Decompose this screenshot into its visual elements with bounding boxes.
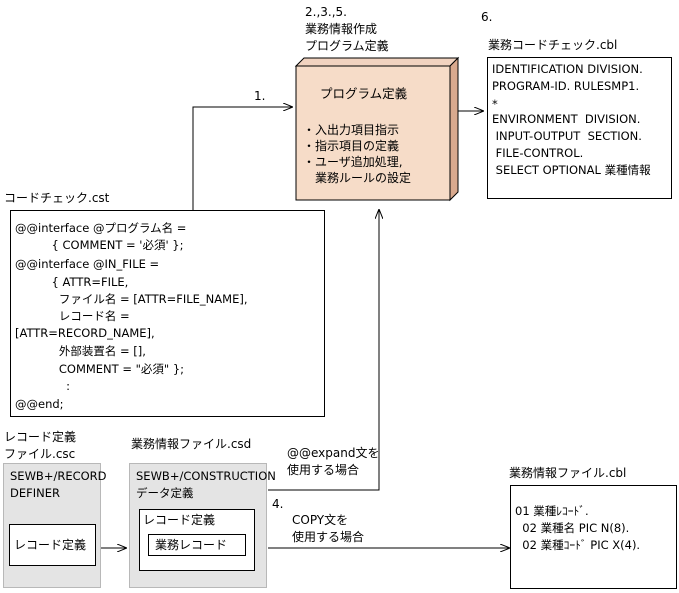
- csd-record-def-box: レコード定義 業務レコード: [139, 509, 255, 571]
- csc-title-1: レコード定義: [4, 430, 77, 444]
- cbl-check-line: SELECT OPTIONAL 業種情報: [492, 163, 651, 177]
- program-bullet-3: ・ユーザ追加処理,: [303, 155, 403, 169]
- cbl-info-line: 01 業種ﾚｺｰﾄﾞ.: [515, 504, 589, 518]
- cbl-info-title: 業務情報ファイル.cbl: [509, 466, 627, 480]
- program-box-title: プログラム定義: [320, 86, 408, 101]
- program-bullet-1: ・入出力項目指示: [303, 123, 400, 137]
- step-6-label: 6.: [481, 10, 493, 24]
- copy-label-2: 使用する場合: [292, 530, 365, 544]
- cbl-check-line: PROGRAM-ID. RULESMP1.: [492, 79, 640, 93]
- cbl-check-box: IDENTIFICATION DIVISION. PROGRAM-ID. RUL…: [487, 57, 672, 199]
- cbl-info-line: 02 業種ｺｰﾄﾞ PIC X(4).: [515, 538, 641, 552]
- cst-line: [ATTR=RECORD_NAME],: [15, 326, 155, 340]
- arrow-cst-to-program: [192, 107, 292, 210]
- csd-header-2: データ定義: [136, 486, 194, 500]
- cst-line: { COMMENT = '必須' };: [15, 238, 184, 252]
- csc-header-1: SEWB+/RECORD: [10, 469, 107, 483]
- csd-title: 業務情報ファイル.csd: [131, 437, 252, 451]
- cbl-check-line: INPUT-OUTPUT SECTION.: [492, 129, 642, 143]
- cbl-check-line: FILE-CONTROL.: [492, 146, 584, 160]
- cst-line: ファイル名 = [ATTR=FILE_NAME],: [15, 292, 248, 306]
- csd-business-record-label: 業務レコード: [155, 538, 228, 552]
- program-bullet-2: ・指示項目の定義: [303, 139, 400, 153]
- cbl-check-line: ENVIRONMENT DIVISION.: [492, 112, 641, 126]
- step-1-label: 1.: [254, 89, 266, 103]
- cbl-check-line: IDENTIFICATION DIVISION.: [492, 62, 643, 76]
- expand-label-1: @@expand文を: [287, 446, 380, 460]
- step-235-label: 2.,3.,5.: [305, 5, 347, 19]
- copy-label-1: COPY文を: [292, 513, 349, 527]
- csc-inner-box: レコード定義: [9, 524, 96, 566]
- cst-line: @@interface @プログラム名 =: [15, 221, 187, 235]
- program-box-top-face: [294, 57, 460, 67]
- csd-record-def-label: レコード定義: [143, 513, 216, 527]
- csc-box: SEWB+/RECORD DEFINER レコード定義: [3, 463, 107, 588]
- cbl-info-line: 02 業種名 PIC N(8).: [515, 521, 630, 535]
- cst-title: コードチェック.cst: [4, 191, 110, 205]
- program-bullet-4: 業務ルールの設定: [303, 171, 412, 185]
- cst-line: :: [15, 379, 71, 393]
- cst-line: 外部装置名 = [],: [15, 344, 146, 358]
- cst-line: @@interface @IN_FILE =: [15, 257, 160, 271]
- csd-header-1: SEWB+/CONSTRUCTION: [136, 469, 276, 483]
- cst-line: COMMENT = "必須" };: [15, 362, 185, 376]
- cst-line: @@end;: [15, 397, 64, 411]
- program-box-front-face: [295, 65, 451, 201]
- program-box-side-face: [449, 56, 459, 202]
- csd-business-record-box: 業務レコード: [148, 534, 246, 556]
- program-caption-2: プログラム定義: [305, 39, 389, 53]
- cbl-info-box: 01 業種ﾚｺｰﾄﾞ. 02 業種名 PIC N(8). 02 業種ｺｰﾄﾞ P…: [510, 485, 677, 589]
- arrow-csd-expand-to-program: [268, 210, 379, 491]
- cst-box: @@interface @プログラム名 = { COMMENT = '必須' }…: [10, 210, 325, 417]
- csc-inner-label: レコード定義: [14, 538, 87, 552]
- csc-header-2: DEFINER: [10, 486, 60, 500]
- program-caption-1: 業務情報作成: [305, 22, 378, 36]
- csc-title-2: ファイル.csc: [4, 447, 76, 461]
- cst-line: レコード名 =: [15, 309, 130, 323]
- expand-label-2: 使用する場合: [287, 463, 360, 477]
- cbl-check-title: 業務コードチェック.cbl: [488, 38, 618, 52]
- csd-box: SEWB+/CONSTRUCTION データ定義 レコード定義 業務レコード: [129, 463, 276, 588]
- cst-line: { ATTR=FILE,: [15, 275, 129, 289]
- cbl-check-line: *: [492, 97, 498, 111]
- step-4-label: 4.: [272, 497, 284, 511]
